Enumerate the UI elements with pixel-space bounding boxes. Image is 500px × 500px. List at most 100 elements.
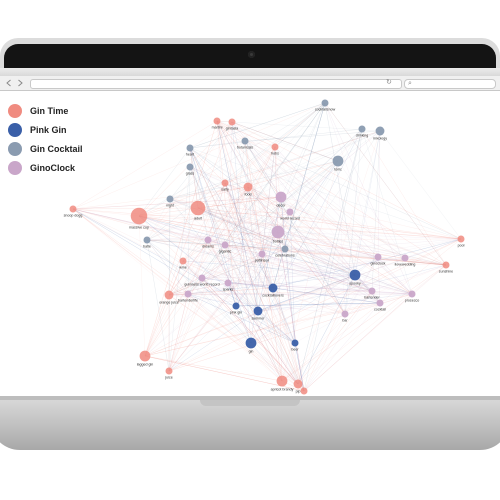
graph-node-bar[interactable]: bar bbox=[341, 310, 349, 323]
graph-node-adult[interactable]: adult bbox=[190, 200, 206, 221]
graph-node-gin[interactable]: gin bbox=[245, 337, 257, 354]
graph-node-snoop-dogg[interactable]: snoop dogg bbox=[64, 205, 83, 218]
graph-node-summer[interactable]: summer bbox=[252, 306, 266, 321]
legend-item-pink-gin[interactable]: Pink Gin bbox=[8, 120, 83, 139]
graph-edge bbox=[216, 120, 279, 233]
legend-item-ginoclock[interactable]: GinoClock bbox=[8, 158, 83, 177]
graph-node-circle bbox=[143, 236, 151, 244]
graph-edge bbox=[189, 140, 246, 149]
graph-edge bbox=[189, 102, 326, 149]
graph-edge bbox=[261, 160, 339, 255]
graph-edge bbox=[168, 305, 237, 372]
graph-edge bbox=[250, 128, 363, 344]
graph-node-cocktaillovers[interactable]: cocktaillovers bbox=[262, 283, 284, 298]
graph-node-decor[interactable]: decor bbox=[275, 191, 287, 208]
graph-edge bbox=[289, 160, 339, 213]
graph-node-spooky[interactable]: spooky bbox=[349, 269, 361, 286]
graph-edge bbox=[244, 140, 282, 198]
graph-edge bbox=[146, 239, 189, 295]
graph-node-celebrations[interactable]: celebrations bbox=[275, 245, 295, 258]
graph-node-batle[interactable]: batle bbox=[143, 236, 151, 249]
graph-node-massive-cup[interactable]: massive cup bbox=[129, 207, 149, 230]
graph-node-weekend-snoop-dogg[interactable]: weekend snoop dogg bbox=[287, 387, 321, 397]
graph-node-juice[interactable]: juice bbox=[164, 367, 173, 380]
graph-node-label: night bbox=[166, 204, 174, 208]
graph-node-pool[interactable]: pool bbox=[457, 235, 465, 248]
graph-node-pip[interactable]: pip bbox=[293, 379, 303, 394]
legend-item-gin-time[interactable]: Gin Time bbox=[8, 101, 83, 120]
graph-node-mixology[interactable]: mixology bbox=[373, 126, 387, 141]
graph-node-bartender[interactable]: bartender bbox=[364, 287, 380, 300]
graph-node-cocktail[interactable]: cocktail bbox=[374, 299, 386, 312]
graph-node-orange-juice[interactable]: orange juice bbox=[159, 290, 179, 305]
graph-edge bbox=[189, 147, 356, 276]
graph-edge bbox=[272, 238, 462, 289]
graph-edge bbox=[189, 147, 305, 392]
graph-edge bbox=[377, 256, 381, 304]
graph-node-lagged-gin[interactable]: lagged gin bbox=[137, 350, 154, 367]
back-button[interactable] bbox=[4, 78, 14, 88]
graph-node-world-record[interactable]: world record bbox=[280, 208, 300, 221]
legend-swatch bbox=[8, 160, 22, 175]
graph-edge bbox=[207, 196, 282, 241]
graph-node-cocktailsnow[interactable]: cocktailsnow bbox=[315, 99, 336, 112]
graph-node-botanicals[interactable]: botanicals bbox=[237, 137, 253, 150]
graph-node-label: bartenderlife bbox=[178, 299, 198, 303]
graph-node-martini[interactable]: martini bbox=[212, 117, 223, 130]
graph-node-tonic[interactable]: tonic bbox=[332, 155, 344, 172]
graph-edge bbox=[257, 310, 296, 344]
graph-node-ilovewedding[interactable]: ilovewedding bbox=[395, 254, 416, 267]
graph-node-bartenderlife[interactable]: bartenderlife bbox=[178, 290, 198, 303]
graph-node-guinness-world-record[interactable]: guinness world record bbox=[184, 274, 220, 287]
graph-node-label: massive cup bbox=[129, 225, 149, 229]
graph-node-wine[interactable]: wine bbox=[179, 257, 187, 270]
graph-node-pattinson[interactable]: pattinson bbox=[255, 250, 270, 263]
graph-edge bbox=[144, 355, 305, 392]
forward-button[interactable] bbox=[15, 78, 25, 88]
search-input[interactable]: ⌕ bbox=[404, 79, 496, 89]
graph-edge bbox=[138, 215, 209, 241]
graph-edge bbox=[189, 147, 226, 184]
graph-edge bbox=[182, 160, 339, 262]
graph-node-bottles[interactable]: bottles bbox=[271, 225, 285, 244]
graph-node-beer[interactable]: beer bbox=[291, 339, 299, 352]
graph-node-label: glass bbox=[186, 172, 195, 176]
graph-edge bbox=[377, 130, 381, 258]
graph-edge bbox=[231, 121, 282, 198]
graph-node-gintasia[interactable]: gintasia bbox=[226, 118, 238, 131]
graph-node-label: pattinson bbox=[255, 259, 270, 263]
reload-icon[interactable]: ↻ bbox=[386, 79, 392, 86]
graph-node-prosecco[interactable]: prosecco bbox=[405, 290, 420, 303]
graph-edge bbox=[289, 128, 363, 213]
graph-edges bbox=[72, 102, 462, 392]
graph-node-ginoclock[interactable]: ginoclock bbox=[371, 253, 386, 266]
graph-node-food[interactable]: food bbox=[243, 182, 253, 197]
graph-node-gigantic[interactable]: gigantic bbox=[219, 241, 232, 254]
graph-edge bbox=[284, 248, 413, 295]
graph-node-drinking[interactable]: drinking bbox=[356, 125, 369, 138]
graph-edge bbox=[284, 248, 381, 304]
graph-node-night[interactable]: night bbox=[166, 195, 174, 208]
graph-node-salty[interactable]: salty bbox=[221, 179, 229, 192]
graph-node-hobs[interactable]: hobs bbox=[271, 143, 279, 156]
graph-edge bbox=[189, 166, 291, 213]
graph-node-glass[interactable]: glass bbox=[186, 163, 195, 176]
graph-edge bbox=[324, 102, 379, 258]
graph-edge bbox=[244, 140, 346, 315]
graph-node-sparks[interactable]: sparks bbox=[223, 279, 234, 292]
graph-node-dreams[interactable]: dreams bbox=[202, 236, 214, 249]
legend-item-gin-cocktail[interactable]: Gin Cocktail bbox=[8, 139, 83, 158]
graph-node-label: world record bbox=[280, 217, 300, 221]
graph-node-label: cocktail bbox=[374, 308, 386, 312]
address-bar[interactable] bbox=[30, 79, 402, 89]
graph-edge bbox=[189, 147, 296, 344]
graph-node-circle bbox=[243, 182, 253, 192]
graph-node-heart[interactable]: heart bbox=[186, 144, 194, 157]
graph-node-apricot-brandy[interactable]: apricot brandy bbox=[271, 375, 294, 392]
graph-node-pink-gin[interactable]: pink gin bbox=[230, 302, 242, 315]
graph-edge bbox=[169, 198, 447, 266]
graph-edge bbox=[277, 231, 379, 258]
graph-node-sunshine[interactable]: sunshine bbox=[439, 261, 453, 274]
